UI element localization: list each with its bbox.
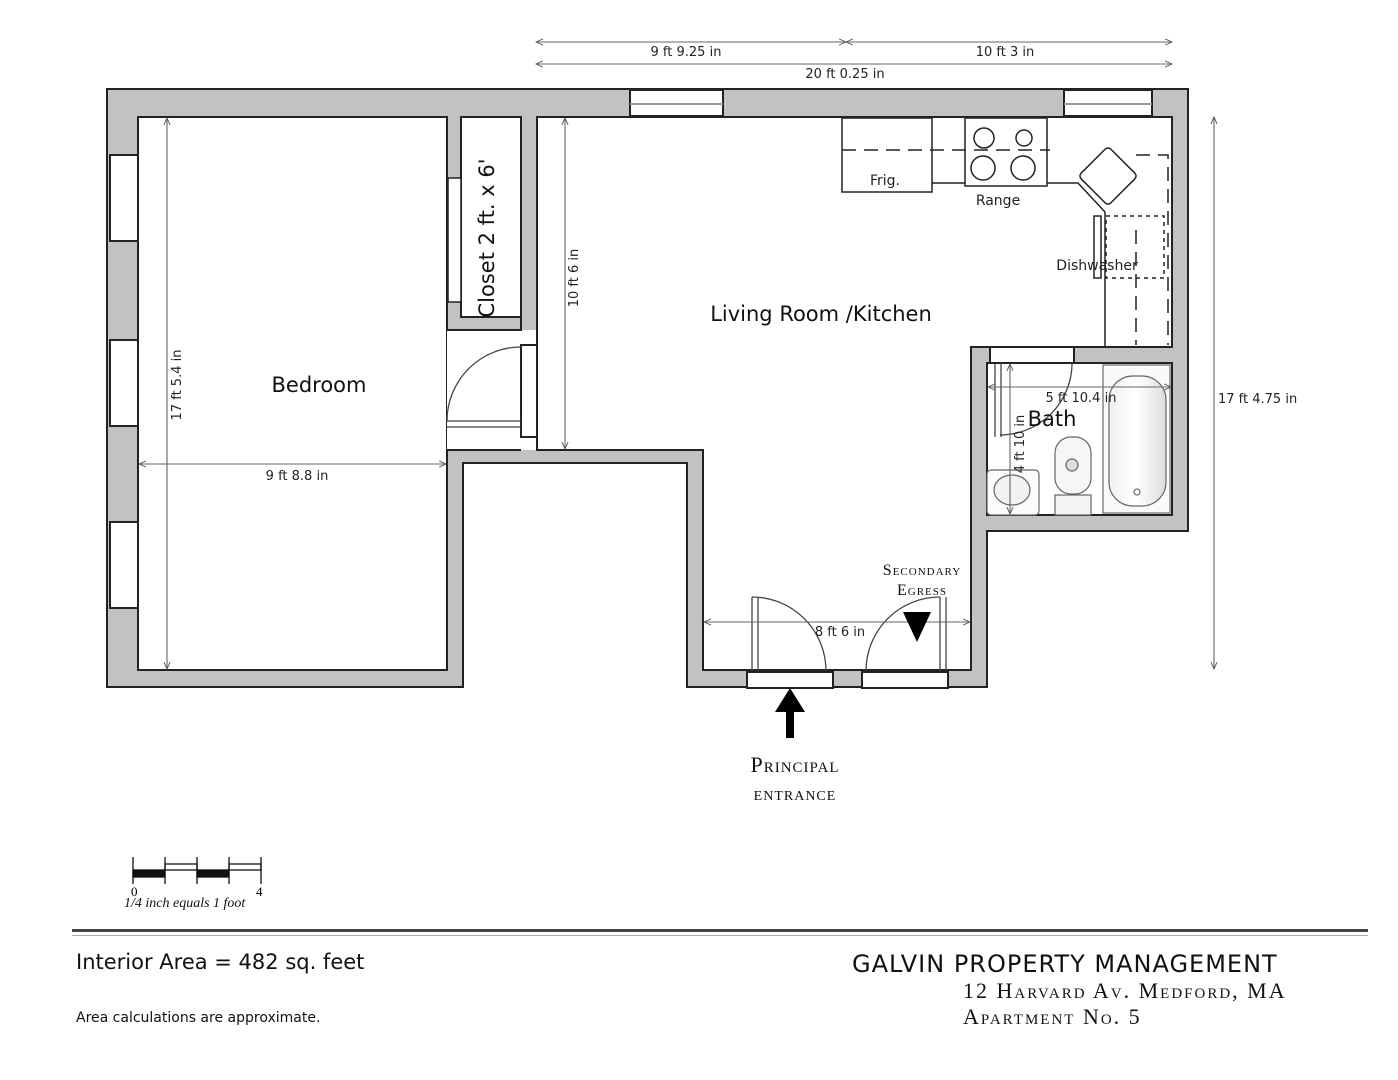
room-label-bath: Bath bbox=[1028, 407, 1077, 431]
interior-area: Interior Area = 482 sq. feet bbox=[76, 950, 365, 974]
sink bbox=[1079, 147, 1137, 205]
dim-top-right: 10 ft 3 in bbox=[976, 45, 1035, 60]
basin bbox=[993, 474, 1031, 506]
dim-living-height: 10 ft 6 in bbox=[567, 249, 582, 308]
dim-bath-height: 4 ft 10 in bbox=[1013, 415, 1028, 474]
label-principal-2: entrance bbox=[754, 783, 837, 805]
dimension-lines bbox=[139, 42, 1214, 669]
label-secondary-1: Secondary bbox=[883, 562, 961, 579]
divider-thin bbox=[72, 935, 1368, 936]
fixture-label-range: Range bbox=[976, 193, 1020, 209]
dim-bath-width: 5 ft 10.4 in bbox=[1046, 391, 1117, 406]
window-left-1 bbox=[109, 154, 139, 242]
label-principal-1: Principal bbox=[750, 752, 839, 777]
fixture-label-dishwasher: Dishwasher bbox=[1056, 258, 1138, 274]
room-label-living-kitchen: Living Room /Kitchen bbox=[710, 302, 932, 326]
area-disclaimer: Area calculations are approximate. bbox=[76, 1010, 321, 1026]
property-address: 12 Harvard Av. Medford, MA bbox=[963, 978, 1287, 1003]
window-left-3 bbox=[109, 521, 139, 609]
room-label-closet: Closet 2 ft. x 6' bbox=[475, 159, 499, 318]
room-label-bedroom: Bedroom bbox=[272, 373, 367, 397]
dim-top-total: 20 ft 0.25 in bbox=[805, 67, 884, 82]
windows bbox=[109, 89, 1153, 609]
bathtub bbox=[1108, 375, 1167, 507]
fridge bbox=[841, 117, 933, 193]
label-secondary-2: Egress bbox=[897, 582, 947, 599]
dim-right-total: 17 ft 4.75 in bbox=[1218, 392, 1297, 407]
dim-entry-width: 8 ft 6 in bbox=[815, 625, 865, 640]
arrow-down-icon bbox=[903, 612, 931, 642]
divider bbox=[72, 929, 1368, 932]
kitchen-fixtures bbox=[841, 117, 1169, 347]
scale-caption: 1/4 inch equals 1 foot bbox=[124, 896, 246, 911]
company-name: GALVIN PROPERTY MANAGEMENT bbox=[852, 950, 1278, 978]
fixture-label-fridge: Frig. bbox=[870, 173, 900, 189]
scale-end: 4 bbox=[256, 884, 263, 899]
scale-start: 0 bbox=[131, 884, 138, 899]
doors bbox=[446, 177, 1075, 689]
dim-top-left: 9 ft 9.25 in bbox=[651, 45, 722, 60]
apartment-number: Apartment No. 5 bbox=[963, 1004, 1142, 1029]
dim-bedroom-height: 17 ft 5.4 in bbox=[170, 350, 185, 421]
scale-bar bbox=[132, 857, 262, 884]
range bbox=[964, 117, 1048, 187]
dim-bedroom-width: 9 ft 8.8 in bbox=[266, 469, 329, 484]
toilet-tank bbox=[1054, 494, 1092, 516]
arrow-up-icon bbox=[775, 688, 805, 738]
window-left-2 bbox=[109, 339, 139, 427]
